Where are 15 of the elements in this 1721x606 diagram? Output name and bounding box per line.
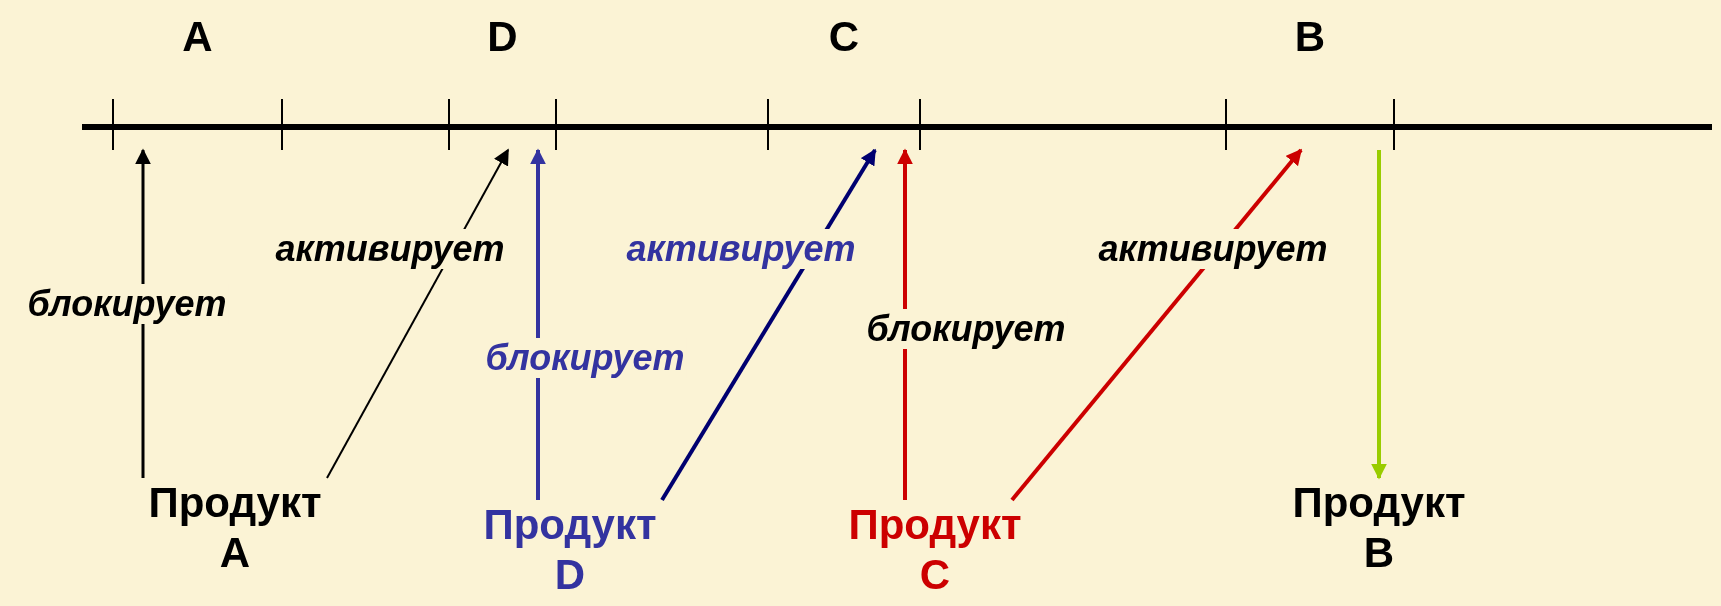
gene-letter: C [827, 14, 861, 60]
arrow [660, 148, 877, 502]
arrow [1010, 148, 1303, 502]
arrow [326, 148, 509, 479]
arrow [1371, 150, 1387, 480]
product-label: Продукт B [1279, 478, 1479, 578]
arrow [897, 148, 913, 500]
gene-letter: A [181, 14, 214, 60]
product-label: Продукт C [835, 500, 1035, 600]
gene-letter: D [486, 14, 519, 60]
product-label: Продукт D [470, 500, 670, 600]
product-label: Продукт A [135, 478, 335, 578]
arrow [530, 148, 546, 500]
gene-letter: B [1293, 14, 1327, 60]
arrow [135, 148, 151, 478]
